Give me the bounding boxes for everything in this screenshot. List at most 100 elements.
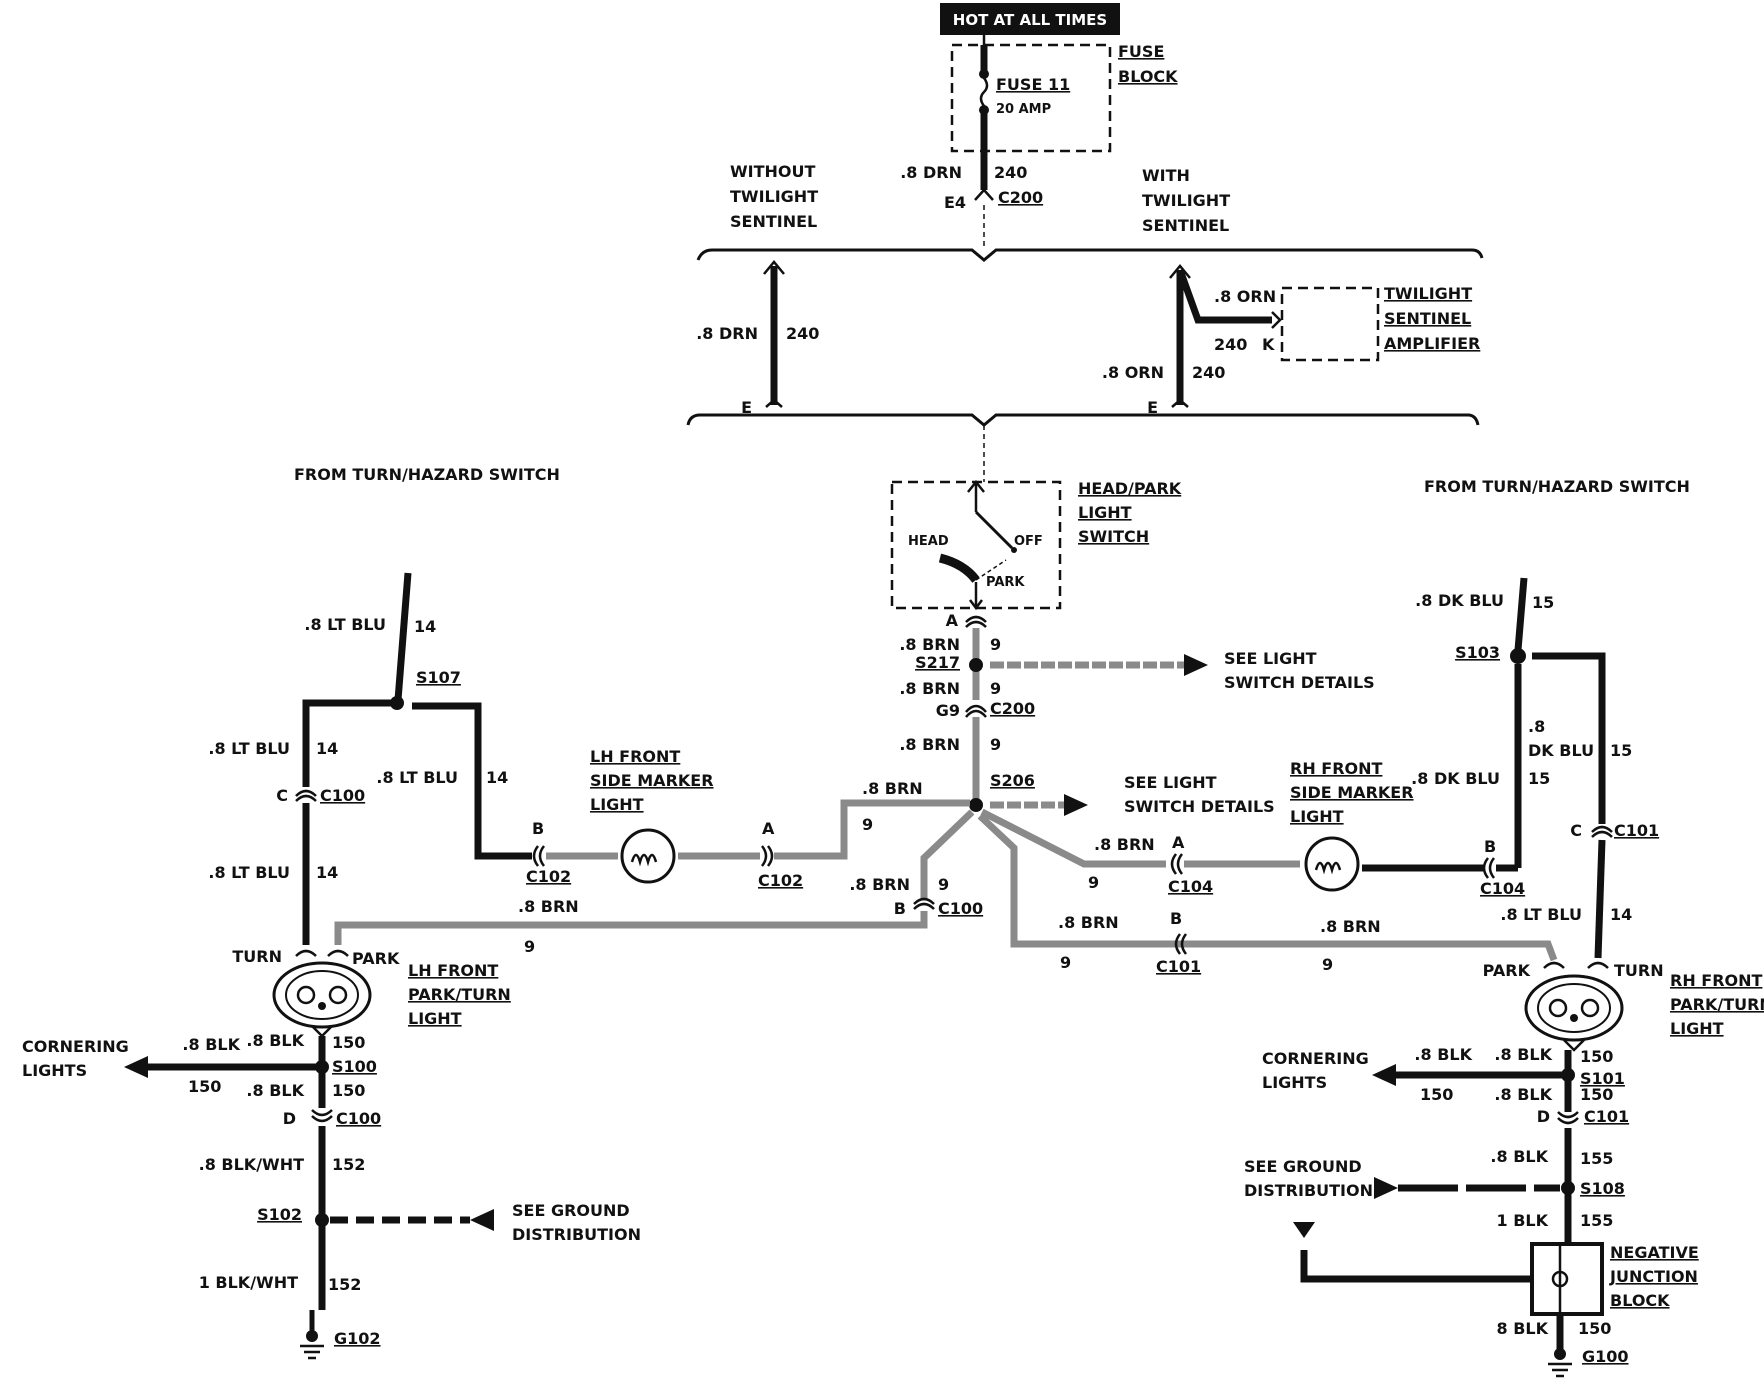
left-blk3: .8 BLK bbox=[246, 1081, 304, 1100]
right-blk3-c: 150 bbox=[1580, 1085, 1613, 1104]
switch-pos-head: HEAD bbox=[908, 534, 949, 549]
without-label-2: TWILIGHT bbox=[730, 187, 818, 206]
rh-marker-l2: SIDE MARKER bbox=[1290, 783, 1414, 802]
right-blk1-c: 150 bbox=[1420, 1085, 1453, 1104]
right-blk4: .8 BLK bbox=[1490, 1147, 1548, 1166]
left-brn-park-c: 9 bbox=[524, 937, 535, 956]
left-splice-s102: S102 bbox=[257, 1205, 302, 1224]
see1-l2: SWITCH DETAILS bbox=[1224, 673, 1375, 692]
hot-label: HOT AT ALL TIMES bbox=[953, 11, 1107, 29]
right-blk2-c: 150 bbox=[1580, 1047, 1613, 1066]
right-corner-l2: LIGHTS bbox=[1262, 1073, 1327, 1092]
right-blk6-c: 150 bbox=[1578, 1319, 1611, 1338]
rh-marker-pin-b: B bbox=[1484, 837, 1496, 856]
rh-marker-l3: LIGHT bbox=[1290, 807, 1344, 826]
left-corner-l2: LIGHTS bbox=[22, 1061, 87, 1080]
s217-splice bbox=[969, 658, 983, 672]
right-w-c: .8 LT BLU bbox=[1500, 905, 1582, 924]
left-gnd-l2: DISTRIBUTION bbox=[512, 1225, 641, 1244]
right-blk2: .8 BLK bbox=[1494, 1045, 1552, 1064]
right-blk3: .8 BLK bbox=[1494, 1085, 1552, 1104]
feed-circuit: 240 bbox=[994, 163, 1027, 182]
right-ground-arrow-2 bbox=[1293, 1222, 1315, 1238]
left-pin-c: C bbox=[276, 786, 288, 805]
opt-right-pin: E bbox=[1147, 398, 1158, 417]
left-pin-b: B bbox=[894, 899, 906, 918]
left-brn-park: .8 BRN bbox=[518, 897, 579, 916]
right-gnd-l1: SEE GROUND bbox=[1244, 1157, 1362, 1176]
right-c-c: 14 bbox=[1610, 905, 1632, 924]
right-top-circuit: 15 bbox=[1532, 593, 1554, 612]
hot-at-all-times-banner bbox=[940, 3, 1120, 35]
opt-left-wire: .8 DRN bbox=[696, 324, 758, 343]
fuse-block-title-1: FUSE bbox=[1118, 42, 1164, 61]
left-park-label: PARK bbox=[352, 949, 400, 968]
cf-w2: .8 BRN bbox=[899, 679, 960, 698]
opt-right-circuit-top: 240 bbox=[1214, 335, 1247, 354]
left-turn-label: TURN bbox=[232, 947, 282, 966]
left-corner-l1: CORNERING bbox=[22, 1037, 129, 1056]
left-c-c: 14 bbox=[316, 863, 338, 882]
lh-lamp-l2: PARK/TURN bbox=[408, 985, 511, 1004]
see2-l2: SWITCH DETAILS bbox=[1124, 797, 1275, 816]
cf-w1: .8 BRN bbox=[899, 635, 960, 654]
lh-lamp-l3: LIGHT bbox=[408, 1009, 462, 1028]
opt-right-circuit: 240 bbox=[1192, 363, 1225, 382]
see-light-arrow-1 bbox=[1184, 654, 1208, 676]
right-brn-mid-c: 9 bbox=[1060, 953, 1071, 972]
right-brn-marker: .8 BRN bbox=[1094, 835, 1155, 854]
without-label-1: WITHOUT bbox=[730, 162, 816, 181]
left-top-wire: .8 LT BLU bbox=[304, 615, 386, 634]
opt-left-pin: E bbox=[741, 398, 752, 417]
njb-l1: NEGATIVE bbox=[1610, 1243, 1699, 1262]
right-park-label: PARK bbox=[1483, 961, 1531, 980]
left-bw2-c: 152 bbox=[328, 1275, 361, 1294]
lh-marker-l2: SIDE MARKER bbox=[590, 771, 714, 790]
right-c-b: 15 bbox=[1528, 769, 1550, 788]
lh-park-turn-lamp bbox=[272, 961, 372, 1029]
right-from-label: FROM TURN/HAZARD SWITCH bbox=[1424, 477, 1690, 496]
left-ground: G102 bbox=[334, 1329, 381, 1348]
right-brn-park: .8 BRN bbox=[1320, 917, 1381, 936]
right-conn-mid: C101 bbox=[1156, 957, 1201, 976]
switch-blade bbox=[974, 510, 1014, 550]
switch-title-1: HEAD/PARK bbox=[1078, 479, 1182, 498]
fuse-block-title-2: BLOCK bbox=[1118, 67, 1178, 86]
right-conn-c: C101 bbox=[1614, 821, 1659, 840]
rh-marker-pin-a: A bbox=[1172, 833, 1185, 852]
rh-marker-conn-b: C104 bbox=[1480, 879, 1525, 898]
left-from-label: FROM TURN/HAZARD SWITCH bbox=[294, 465, 560, 484]
see-light-arrow-2 bbox=[1064, 794, 1088, 816]
right-w-b: .8 DK BLU bbox=[1411, 769, 1500, 788]
right-ground-arrow-1 bbox=[1374, 1177, 1398, 1199]
c200-connector-top bbox=[974, 188, 994, 201]
right-blk6: 8 BLK bbox=[1497, 1319, 1549, 1338]
right-blk4-c: 155 bbox=[1580, 1149, 1613, 1168]
cf-c2: 9 bbox=[990, 679, 1001, 698]
left-blk1-c: 150 bbox=[188, 1077, 221, 1096]
right-gnd-l2: DISTRIBUTION bbox=[1244, 1181, 1373, 1200]
lh-marker-conn-a: C102 bbox=[758, 871, 803, 890]
fuse-rating: 20 AMP bbox=[996, 102, 1051, 117]
left-w-a: .8 LT BLU bbox=[208, 739, 290, 758]
amp-title-1: TWILIGHT bbox=[1384, 284, 1472, 303]
rh-park-turn-lamp bbox=[1524, 974, 1624, 1042]
left-brn-to-marker-c: 9 bbox=[862, 815, 873, 834]
left-bw1: .8 BLK/WHT bbox=[199, 1155, 304, 1174]
twilight-amplifier-box bbox=[1280, 286, 1380, 362]
without-label-3: SENTINEL bbox=[730, 212, 817, 231]
lh-marker-l1: LH FRONT bbox=[590, 747, 680, 766]
left-blk1: .8 BLK bbox=[182, 1035, 240, 1054]
cf-pin2: G9 bbox=[936, 701, 960, 720]
options-bottom-rail bbox=[686, 413, 1480, 427]
rh-lamp-l3: LIGHT bbox=[1670, 1019, 1724, 1038]
left-blk2-c: 150 bbox=[332, 1033, 365, 1052]
right-w-a2: DK BLU bbox=[1528, 741, 1594, 760]
right-top-wire: .8 DK BLU bbox=[1415, 591, 1504, 610]
amp-title-2: SENTINEL bbox=[1384, 309, 1471, 328]
opt-left-circuit: 240 bbox=[786, 324, 819, 343]
see1-l1: SEE LIGHT bbox=[1224, 649, 1317, 668]
right-blk5-c: 155 bbox=[1580, 1211, 1613, 1230]
left-gnd-l1: SEE GROUND bbox=[512, 1201, 630, 1220]
switch-title-2: LIGHT bbox=[1078, 503, 1132, 522]
